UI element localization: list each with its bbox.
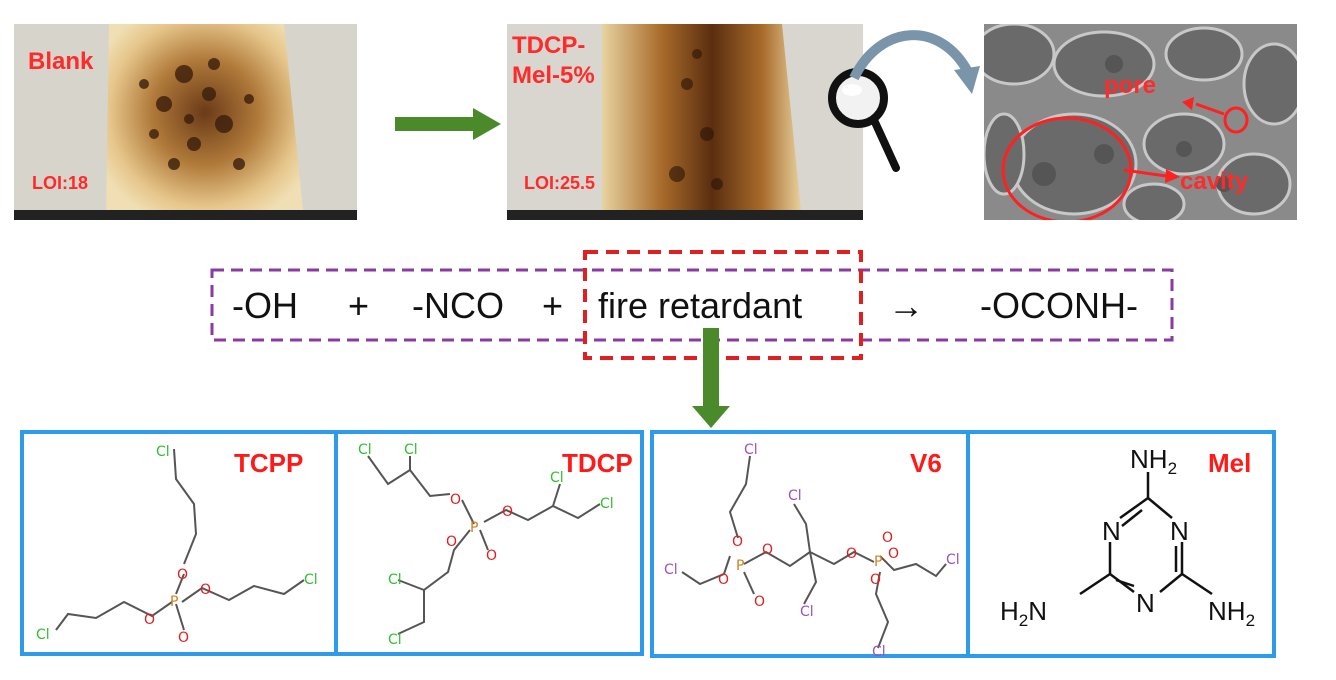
tcpp-cl-top: Cl [156,444,170,460]
blank-title: Blank [28,48,94,75]
blank-loi: LOI:18 [32,173,89,193]
fire-retardant-term: fire retardant [598,285,803,326]
blank-foam-photo [14,24,357,220]
v6-o-3: O [718,572,729,588]
tdcp-cl-2: Cl [404,442,418,458]
reaction-arrow: → [888,285,924,326]
tcpp-o-2: O [144,612,155,628]
tcpp-structure: Cl O P O O O Cl Cl [36,444,318,646]
mel-structure-box: NH2 N N N H2N NH2 Mel [966,430,1276,658]
v6-o-1: O [732,534,743,550]
tdcp-cl-5: Cl [388,572,402,588]
tdcp-mel-loi: LOI:25.5 [524,173,596,193]
tdcp-o-4: O [446,534,457,550]
tcpp-cl-right: Cl [304,572,318,588]
mel-nh2-right: NH2 [1208,596,1255,630]
v6-o-7: O [882,530,893,546]
mel-n-left: N [1102,516,1121,546]
magnifier-icon [828,68,900,172]
v6-cl-6: Cl [872,644,886,660]
v6-cl-1: Cl [744,442,758,458]
mel-h2n-left: H2N [1000,596,1047,630]
tdcp-cl-4: Cl [600,496,614,512]
mel-n-bottom: N [1136,588,1155,618]
hydroxyl-term: -OH [232,285,298,326]
sem-image [984,24,1297,220]
tdcp-o-3: O [486,548,497,564]
tcpp-p: P [170,594,178,610]
tdcp-mel-foam-photo [507,24,863,220]
tcpp-structure-box: Cl O P O O O Cl Cl TCPP [20,430,338,656]
v6-title: V6 [910,448,942,478]
v6-o-8: O [870,572,881,588]
v6-o-6: O [888,546,899,562]
right-arrow-icon [395,108,501,140]
v6-cl-4: Cl [800,604,814,620]
tcpp-o-3: O [200,582,211,598]
tdcp-cl-6: Cl [388,632,402,648]
v6-structure-box: Cl O Cl P O O O Cl Cl O P O O O Cl Cl V6 [650,430,970,660]
v6-structure: Cl O Cl P O O O Cl Cl O P O O O Cl Cl [664,442,960,660]
tcpp-cl-left: Cl [36,627,50,643]
curved-arrow-icon [849,30,980,94]
tcpp-o-4: O [178,630,189,646]
cavity-label: cavity [1180,168,1249,195]
pore-label: pore [1104,72,1157,99]
v6-p-2: P [874,554,882,570]
plus-sign-2: + [542,285,564,326]
plus-sign-1: + [348,285,370,326]
mel-nh2-top: NH2 [1130,444,1177,478]
tdcp-structure: Cl Cl O P O O O Cl Cl Cl Cl [358,442,614,648]
isocyanate-term: -NCO [412,285,504,326]
v6-p-1: P [736,558,744,574]
v6-o-5: O [846,546,857,562]
tdcp-title: TDCP [562,448,633,478]
tdcp-mel-title-line2: Mel-5% [512,62,595,89]
v6-cl-2: Cl [664,562,678,578]
mel-n-right: N [1170,516,1189,546]
mel-title: Mel [1208,448,1252,478]
mel-structure: NH2 N N N H2N NH2 [1000,444,1255,630]
tdcp-structure-box: Cl Cl O P O O O Cl Cl Cl Cl TDCP [334,430,644,656]
tcpp-o-1: O [177,567,188,583]
v6-o-2: O [762,542,773,558]
tdcp-cl-3: Cl [550,470,564,486]
v6-cl-3: Cl [788,488,802,504]
v6-o-4: O [754,594,765,610]
tcpp-title: TCPP [234,448,304,478]
urethane-product: -OCONH- [980,285,1138,326]
tdcp-mel-title-line1: TDCP- [512,32,586,59]
tdcp-o-2: O [502,504,513,520]
tdcp-p: P [470,520,478,536]
tdcp-o-1: O [450,492,461,508]
v6-cl-5: Cl [946,552,960,568]
tdcp-cl-1: Cl [358,442,372,458]
